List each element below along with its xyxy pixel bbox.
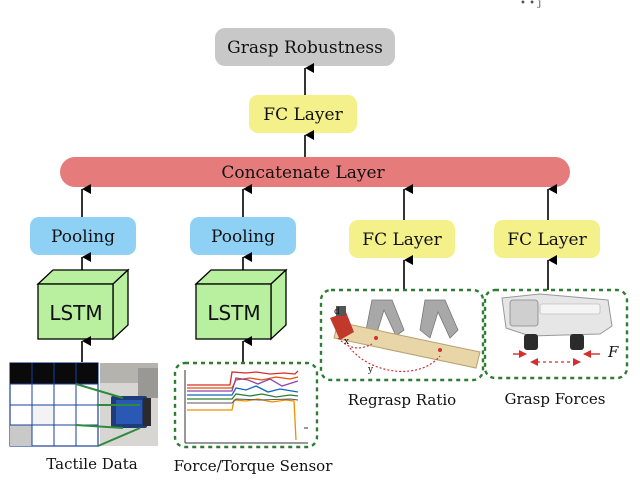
concat-label: Concatenate Layer [221, 163, 385, 183]
concat-node: Concatenate Layer [60, 157, 570, 187]
caption-regrasp: Regrasp Ratio [348, 391, 456, 409]
caption-force-torque: Force/Torque Sensor [174, 457, 334, 475]
fc-node-3: FC Layer [349, 220, 455, 258]
annotation-x: x [344, 337, 349, 347]
fc-top-label: FC Layer [263, 105, 343, 125]
fc-label-4: FC Layer [507, 230, 587, 250]
pooling-label-2: Pooling [211, 227, 275, 247]
grasp-forces-image: F [483, 288, 629, 380]
tactile-image [9, 362, 158, 447]
annotation-force: F [607, 343, 619, 361]
force-torque-plot [173, 361, 319, 449]
lstm-label-2: LSTM [207, 301, 260, 325]
pooling-label-1: Pooling [51, 227, 115, 247]
pooling-node-1: Pooling [30, 217, 136, 255]
caption-tactile: Tactile Data [46, 455, 137, 473]
output-label: Grasp Robustness [227, 38, 383, 58]
output-node: Grasp Robustness [215, 28, 395, 66]
fc-node-4: FC Layer [494, 220, 600, 258]
lstm-node-2: LSTM [194, 268, 288, 341]
header-fragment: • • j [520, 0, 541, 9]
fc-top-node: FC Layer [249, 95, 357, 133]
lstm-node-1: LSTM [36, 268, 130, 341]
fc-label-3: FC Layer [362, 230, 442, 250]
regrasp-image: d x y [319, 288, 485, 382]
lstm-label-1: LSTM [49, 301, 102, 325]
pooling-node-2: Pooling [190, 217, 296, 255]
annotation-d: d [334, 307, 340, 317]
caption-grasp-forces: Grasp Forces [505, 390, 606, 408]
annotation-y: y [367, 365, 374, 375]
